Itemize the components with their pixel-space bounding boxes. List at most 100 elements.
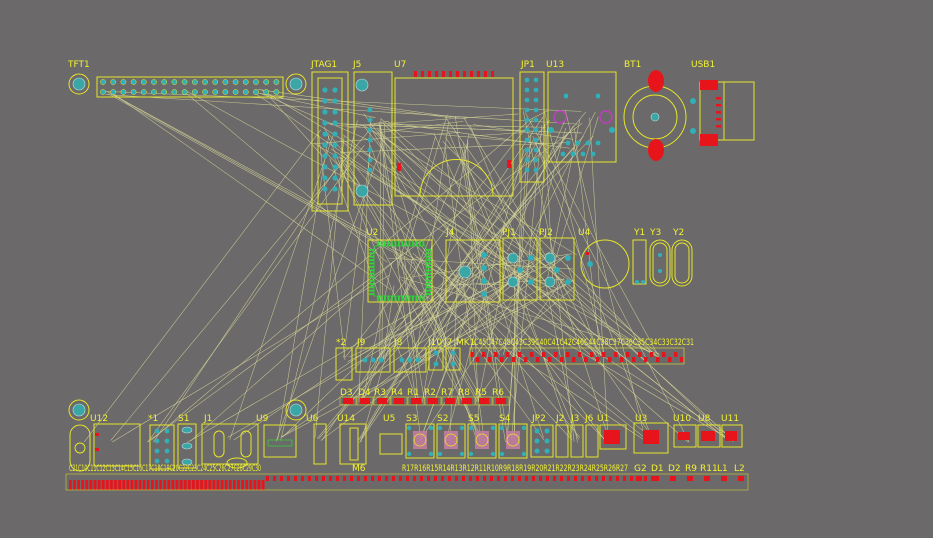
u13-component[interactable] <box>547 71 617 163</box>
label-tft1: TFT1 <box>67 60 90 70</box>
x1-header[interactable] <box>149 424 175 470</box>
label-r8: R8 <box>458 388 470 398</box>
u5-component[interactable] <box>379 433 403 455</box>
jtag1-connector[interactable] <box>311 71 349 212</box>
j5-connector[interactable] <box>353 71 393 206</box>
j2-j3-j6-headers[interactable] <box>555 424 599 458</box>
y3-crystal[interactable] <box>649 239 671 287</box>
label-r9: R9 <box>685 464 697 474</box>
label-u8: U8 <box>698 414 711 424</box>
label-u4: U4 <box>578 228 591 238</box>
label-jp2: JP2 <box>531 414 546 424</box>
label-j2: J2 <box>555 414 564 424</box>
u1-component[interactable] <box>599 424 627 450</box>
label-m6: M6 <box>352 464 366 474</box>
x1-bottom-left[interactable] <box>68 399 91 472</box>
jp2-header[interactable] <box>530 424 554 458</box>
label-jp1: JP1 <box>520 60 535 70</box>
label-d2: D2 <box>668 464 681 474</box>
label-x2: *2 <box>336 338 346 348</box>
label-j4: J4 <box>445 228 455 238</box>
j9-header[interactable] <box>355 347 391 373</box>
label-u1: U1 <box>597 414 609 424</box>
label-u10: U10 <box>673 414 691 424</box>
label-s1: S1 <box>178 414 189 424</box>
label-r11: R11 <box>700 464 718 474</box>
pj2-jack[interactable] <box>539 237 575 301</box>
label-u6: U6 <box>306 414 319 424</box>
label-pj1: PJ1 <box>502 228 516 238</box>
label-l1: L1 <box>717 464 728 474</box>
u4-component[interactable] <box>580 239 630 289</box>
bottom-smd-rows[interactable] <box>65 473 749 491</box>
label-y2: Y2 <box>672 228 684 238</box>
label-l2: L2 <box>734 464 745 474</box>
u3-component[interactable] <box>633 422 669 454</box>
label-y1: Y1 <box>633 228 645 238</box>
label-u14: U14 <box>337 414 355 424</box>
y1-crystal[interactable] <box>632 239 647 285</box>
label-r6: R6 <box>492 388 504 398</box>
u7-component[interactable] <box>394 71 514 197</box>
bt1-battery[interactable] <box>623 70 696 161</box>
usb1-connector[interactable] <box>699 80 755 146</box>
label-u11: U11 <box>721 414 739 424</box>
jp1-pins <box>524 77 539 173</box>
label-d4: D4 <box>358 388 371 398</box>
u7-pads <box>397 71 511 171</box>
j4-connector[interactable] <box>445 239 501 303</box>
label-j7: J7 <box>443 338 452 348</box>
reference-labels: TFT1 JTAG1 J5 U7 JP1 U13 BT1 USB1 U2 J4 … <box>67 60 745 474</box>
u6-component[interactable] <box>285 399 327 465</box>
label-j3: J3 <box>570 414 579 424</box>
label-bottom-row-mid: R17R16R15R14R13R12R11R10R9R18R19R20R21R2… <box>402 464 628 474</box>
u10-u8-u11-components[interactable] <box>673 424 743 448</box>
j1-connector[interactable] <box>201 423 259 469</box>
y2-crystal[interactable] <box>671 239 693 287</box>
label-j1: J1 <box>203 414 212 424</box>
j8-header[interactable] <box>393 347 427 373</box>
label-u12: U12 <box>90 414 108 424</box>
label-j9: J9 <box>356 338 366 348</box>
u9-component[interactable] <box>263 424 297 458</box>
label-jtag1: JTAG1 <box>310 60 337 70</box>
jp1-header[interactable] <box>519 71 545 183</box>
label-j8: J8 <box>393 338 403 348</box>
diode-resistor-row[interactable] <box>339 396 510 406</box>
capacitor-row-top[interactable] <box>469 347 685 365</box>
u2-component[interactable] <box>367 239 433 303</box>
label-r2: R2 <box>424 388 436 398</box>
u14-component[interactable] <box>339 423 367 465</box>
label-s3: S3 <box>406 414 417 424</box>
usb1-pads <box>716 97 721 128</box>
label-r4: R4 <box>391 388 403 398</box>
u12-component[interactable] <box>93 423 141 467</box>
label-s4: S4 <box>499 414 511 424</box>
label-x1: *1 <box>148 414 158 424</box>
label-s2: S2 <box>437 414 448 424</box>
s1-switch[interactable] <box>177 423 197 469</box>
label-r5: R5 <box>475 388 487 398</box>
x2-component[interactable] <box>335 347 353 381</box>
label-pj2: PJ2 <box>539 228 553 238</box>
u13-pins <box>548 93 615 157</box>
label-u9: U9 <box>256 414 269 424</box>
j10-j7-headers[interactable] <box>428 347 461 371</box>
label-d3: D3 <box>340 388 353 398</box>
u2-pads <box>369 241 431 301</box>
label-g2: G2 <box>634 464 647 474</box>
label-usb1: USB1 <box>691 60 715 70</box>
label-j5: J5 <box>352 60 361 70</box>
jtag1-pins <box>322 87 338 192</box>
j5-pins <box>367 107 373 173</box>
push-switches[interactable] <box>405 423 528 459</box>
pj1-jack[interactable] <box>502 237 538 301</box>
label-u5: U5 <box>383 414 395 424</box>
label-j6: J6 <box>584 414 594 424</box>
label-capacitor-row: C45C47C48C43C39C40C41C42C46C44C38C37C36C… <box>474 338 694 348</box>
tft1-pins <box>100 79 280 95</box>
tft1-connector[interactable] <box>68 73 307 98</box>
label-y3: Y3 <box>649 228 661 238</box>
